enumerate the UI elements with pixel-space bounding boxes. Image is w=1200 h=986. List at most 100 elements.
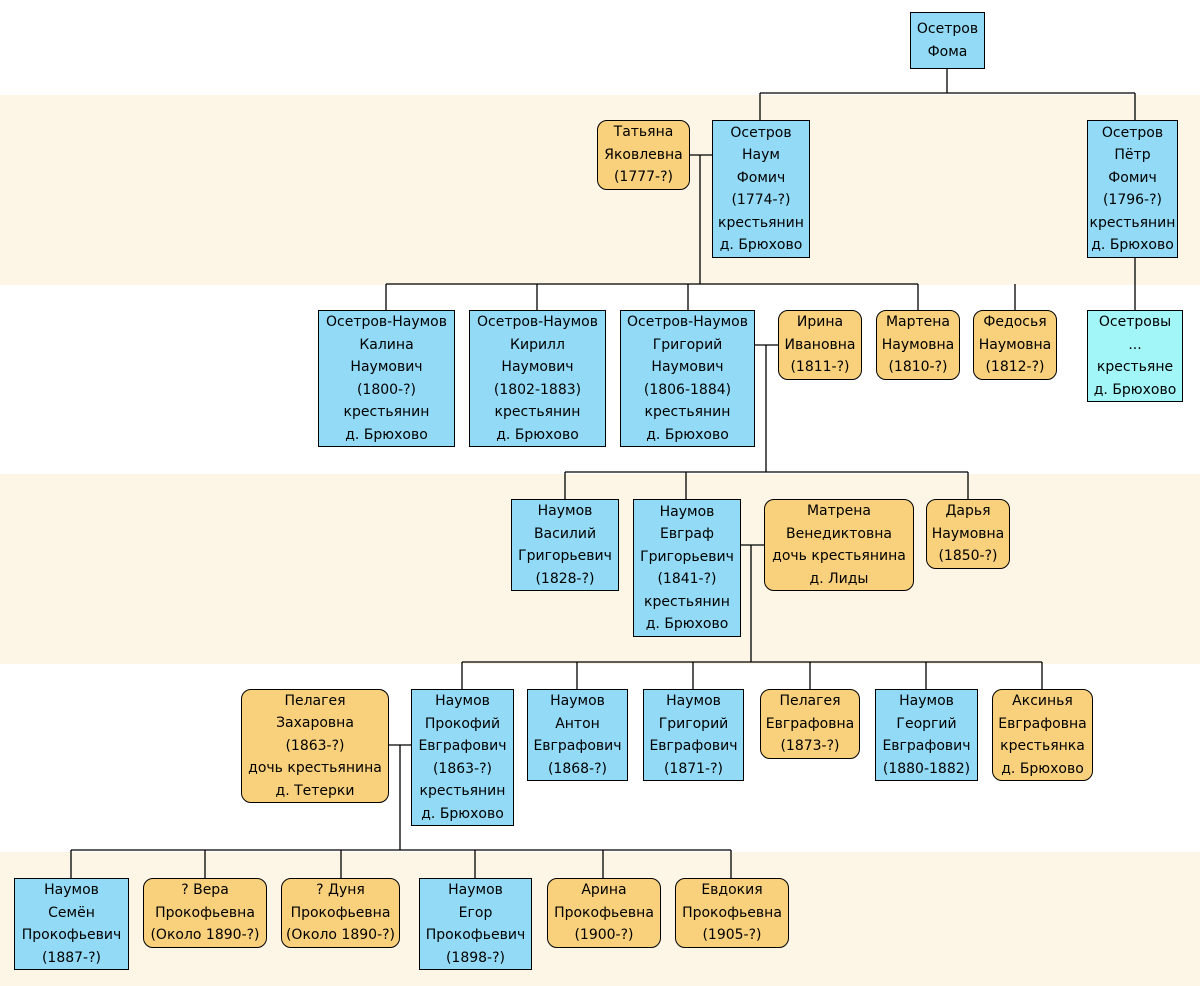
line-3: (1810-?) [888,359,948,376]
person-grigoriy-evgrafovich: Наумов Григорий Евграфович (1871-?) [643,689,744,781]
line-6: д. Брюхово [646,426,729,443]
line-2: Георгий [896,715,957,732]
line-2: Прокофьевна [554,904,654,921]
line-3: Григорьевич [518,548,612,564]
line-3: (Около 1890-?) [285,927,396,944]
line-1: ? Вера [181,882,229,899]
line-3: (1777-?) [613,169,674,186]
line-6: д. Брюхово [496,426,579,443]
line-2: Прокофий [424,715,501,732]
line-1: Арина [581,882,627,899]
line-2: Прокофьевна [290,904,391,921]
line-3: (1850-?) [938,548,998,565]
person-arina: Арина Прокофьевна (1900-?) [547,878,661,948]
line-3: Евграфович [649,738,738,754]
line-4: (1774-?) [731,192,791,208]
person-naum: Осетров Наум Фомич (1774-?) крестьянин д… [712,120,810,258]
person-anton: Наумов Антон Евграфович (1868-?) [527,689,628,781]
line-4: (1806-1884) [643,381,732,398]
line-6: д. Брюхово [1091,237,1174,253]
line-2: Прокофьевна [155,904,255,921]
person-petr: Осетров Пётр Фомич (1796-?) крестьянин д… [1087,120,1178,258]
line-1: Матрена [806,503,872,519]
line-4: дочь крестьянина [248,760,382,777]
line-6: д. Брюхово [421,805,504,822]
line-3: Прокофьевич [21,927,122,943]
line-2: Прокофьевна [682,904,782,921]
line-3: (1900-?) [574,927,634,944]
line-3: Наумович [651,359,724,375]
line-2: Ивановна [784,336,856,353]
person-pelageya-evgrafovna: Пелагея Евграфовна (1873-?) [760,689,860,759]
line-5: д. Тетерки [275,782,355,799]
line-1: Наумов [659,503,715,520]
line-1: Ирина [796,314,844,331]
line-3: (1812-?) [985,359,1045,376]
line-2: ... [1128,336,1142,353]
person-irina: Ирина Ивановна (1811-?) [778,310,862,380]
line-2: Егор [458,904,493,921]
line-5: крестьянин [419,783,506,799]
line-3: Евграфович [418,738,507,754]
line-3: Наумович [501,359,574,375]
person-prokofiy: Наумов Прокофий Евграфович (1863-?) крес… [411,689,514,826]
line-2: Семён [48,904,95,921]
person-kalina: Осетров-Наумов Калина Наумович (1800-?) … [318,310,455,447]
line-2: Евграфовна [765,715,855,732]
line-1: Наумов [666,693,721,709]
person-vera: ? Вера Прокофьевна (Около 1890-?) [143,878,267,948]
line-2: Захаровна [276,715,354,732]
line-1: Осетров [916,21,979,37]
person-dunya: ? Дуня Прокофьевна (Около 1890-?) [281,878,400,948]
line-1: Татьяна [613,124,674,141]
line-4: (1828-?) [535,570,595,587]
line-3: Евграфович [533,738,622,754]
line-3: Григорьевич [640,548,734,565]
line-1: Дарья [945,503,991,520]
line-2: Евграфовна [998,715,1087,732]
line-1: Осетров-Наумов [325,314,447,330]
line-1: Пелагея [284,692,346,709]
person-kirill: Осетров-Наумов Кирилл Наумович (1802-188… [469,310,606,447]
line-2: Наум [742,147,780,163]
person-pelageya-zaharovna: Пелагея Захаровна (1863-?) дочь крестьян… [241,689,389,803]
person-grigoriy: Осетров-Наумов Григорий Наумович (1806-1… [620,310,755,447]
line-4: (1796-?) [1102,192,1163,208]
line-1: Наумов [899,693,954,709]
line-3: крестьянка [1000,738,1085,754]
line-4: (1887-?) [41,949,102,966]
line-1: Аксинья [1012,693,1073,709]
person-tatyana: Татьяна Яковлевна (1777-?) [597,120,690,190]
line-2: Наумовна [881,336,955,353]
line-3: (1873-?) [780,738,840,755]
line-2: Калина [359,336,414,353]
line-1: Пелагея [779,693,841,710]
line-1: Федосья [983,314,1047,331]
line-3: (1905-?) [702,927,762,944]
person-egor: Наумов Егор Прокофьевич (1898-?) [419,878,532,970]
line-4: д. Лиды [809,570,869,587]
line-1: Осетров-Наумов [626,314,748,330]
line-4: д. Брюхово [1093,381,1177,398]
line-3: Прокофьевич [425,927,526,943]
line-2: Наумовна [978,336,1052,353]
person-georgiy: Наумов Георгий Евграфович (1880-1882) [875,689,978,781]
line-1: Мартена [885,314,951,331]
line-1: Осетров [1101,124,1164,141]
line-4: (1871-?) [663,760,724,777]
line-6: д. Брюхово [719,237,803,253]
line-5: крестьянин [1089,214,1176,231]
line-2: Кирилл [510,336,565,353]
person-martena: Мартена Наумовна (1810-?) [876,310,960,380]
line-3: Евграфович [882,738,971,754]
line-5: крестьянин [494,404,581,420]
line-1: Наумов [435,693,490,709]
line-2: Фома [927,43,968,60]
line-2: Антон [555,715,600,732]
line-3: Наумович [350,359,423,375]
line-4: (1880-1882) [882,760,971,777]
line-1: ? Дуня [316,882,365,899]
person-darya: Дарья Наумовна (1850-?) [926,499,1010,569]
line-3: Фомич [1108,169,1157,186]
